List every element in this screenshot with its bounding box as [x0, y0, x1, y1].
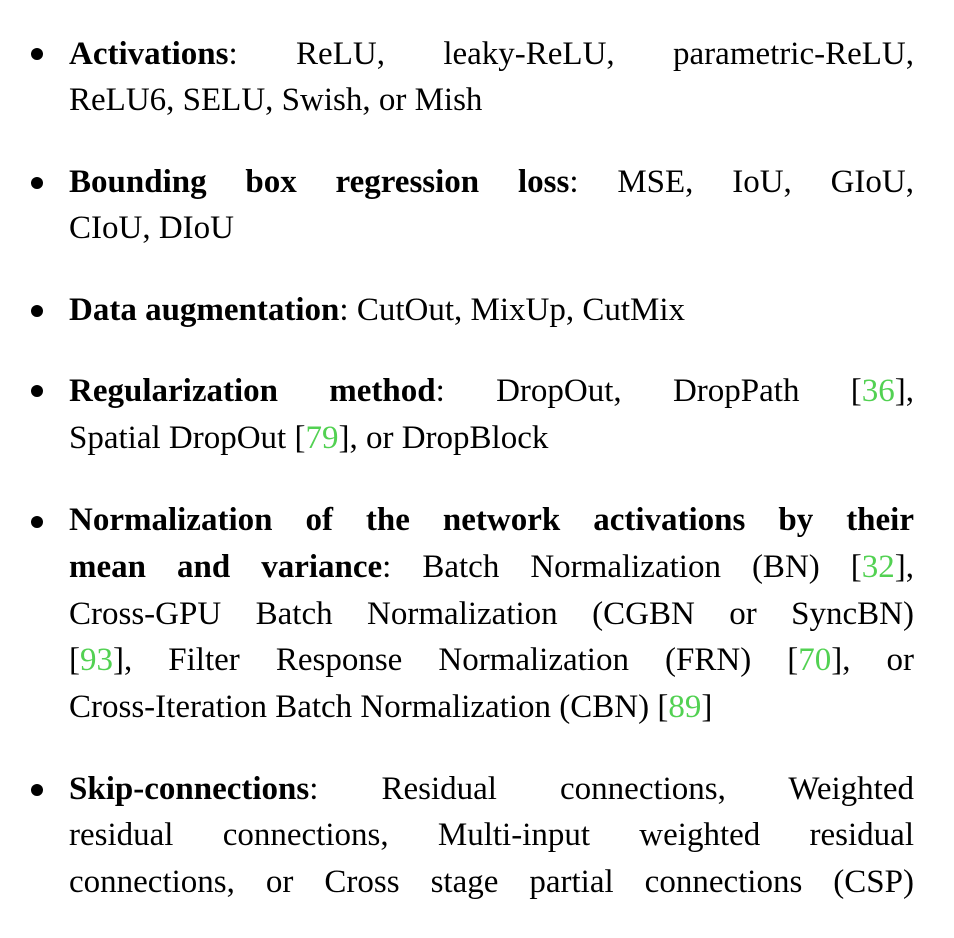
item-term: Normalization of the network activations… [69, 502, 914, 538]
item-text: Spatial DropOut [79], or DropBlock [69, 420, 549, 456]
text-line: Activations: ReLU, leaky-ReLU, parametri… [69, 34, 914, 74]
text-line: connections, or Cross stage partial conn… [69, 862, 914, 902]
citation-link[interactable]: 70 [798, 642, 832, 678]
citation-link[interactable]: 79 [305, 420, 339, 456]
item-text: DropOut, DropPath [36], [496, 373, 914, 409]
text-line: mean and variance: Batch Normalization (… [69, 547, 914, 587]
item-text: Cross-Iteration Batch Normalization (CBN… [69, 689, 713, 725]
bullet-icon [31, 385, 43, 397]
bullet-icon [31, 305, 43, 317]
term-colon: : [228, 36, 238, 72]
text-line: Cross-Iteration Batch Normalization (CBN… [69, 687, 914, 727]
item-text: [93], Filter Response Normalization (FRN… [69, 642, 914, 678]
item-term: Skip-connections [69, 771, 310, 807]
bullet-icon [31, 784, 43, 796]
text-line: residual connections, Multi-input weight… [69, 815, 914, 855]
bullet-icon [31, 177, 43, 189]
item-text: CIoU, DIoU [69, 210, 234, 246]
text-line: Skip-connections: Residual connections, … [69, 769, 914, 809]
text-line: Spatial DropOut [79], or DropBlock [69, 418, 914, 458]
item-text: ReLU, leaky-ReLU, parametric-ReLU, [296, 36, 914, 72]
item-text: Residual connections, Weighted [381, 771, 914, 807]
term-colon: : [569, 164, 579, 200]
text-line: Cross-GPU Batch Normalization (CGBN or S… [69, 594, 914, 634]
text-line: CIoU, DIoU [69, 208, 914, 248]
text-line: [93], Filter Response Normalization (FRN… [69, 640, 914, 680]
term-colon: : [339, 292, 349, 328]
item-term: Activations [69, 36, 229, 72]
bullet-icon [31, 48, 43, 60]
term-colon: : [309, 771, 319, 807]
text-line: ReLU6, SELU, Swish, or Mish [69, 80, 914, 120]
text-line: Regularization method: DropOut, DropPath… [69, 371, 914, 411]
item-text: Cross-GPU Batch Normalization (CGBN or S… [69, 596, 914, 632]
text-line: Data augmentation: CutOut, MixUp, CutMix [69, 290, 914, 330]
item-term: Bounding box regression loss [69, 164, 570, 200]
item-term: mean and variance [69, 549, 383, 585]
term-colon: : [382, 549, 392, 585]
citation-link[interactable]: 89 [668, 689, 702, 725]
citation-link[interactable]: 32 [861, 549, 895, 585]
item-term: Regularization method [69, 373, 436, 409]
item-text: Batch Normalization (BN) [32], [422, 549, 915, 585]
item-text: MSE, IoU, GIoU, [617, 164, 915, 200]
item-text: connections, or Cross stage partial conn… [69, 864, 914, 900]
item-text: ReLU6, SELU, Swish, or Mish [69, 82, 483, 118]
text-line: Normalization of the network activations… [69, 500, 914, 540]
item-text: residual connections, Multi-input weight… [69, 817, 914, 853]
citation-link[interactable]: 93 [80, 642, 113, 678]
term-colon: : [435, 373, 445, 409]
item-term: Data augmentation [69, 292, 340, 328]
bullet-icon [31, 516, 43, 528]
item-text: CutOut, MixUp, CutMix [356, 292, 686, 328]
citation-link[interactable]: 36 [861, 373, 895, 409]
text-line: Bounding box regression loss: MSE, IoU, … [69, 162, 914, 202]
